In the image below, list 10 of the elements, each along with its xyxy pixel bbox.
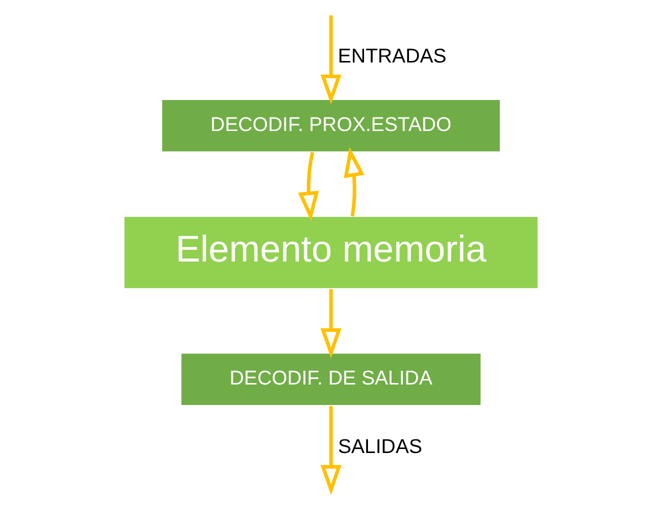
node-box: DECODIF. DE SALIDA: [180, 352, 482, 406]
arrow: [320, 15, 342, 105]
arrow: [344, 146, 365, 216]
edge-label: ENTRADAS: [338, 46, 446, 68]
edge-label: SALIDAS: [338, 436, 422, 458]
arrow: [320, 406, 342, 495]
arrow: [298, 152, 319, 222]
node-box: Elemento memoria: [122, 215, 540, 290]
node-box: DECODIF. PROX.ESTADO: [160, 98, 502, 153]
arrow: [320, 289, 342, 358]
